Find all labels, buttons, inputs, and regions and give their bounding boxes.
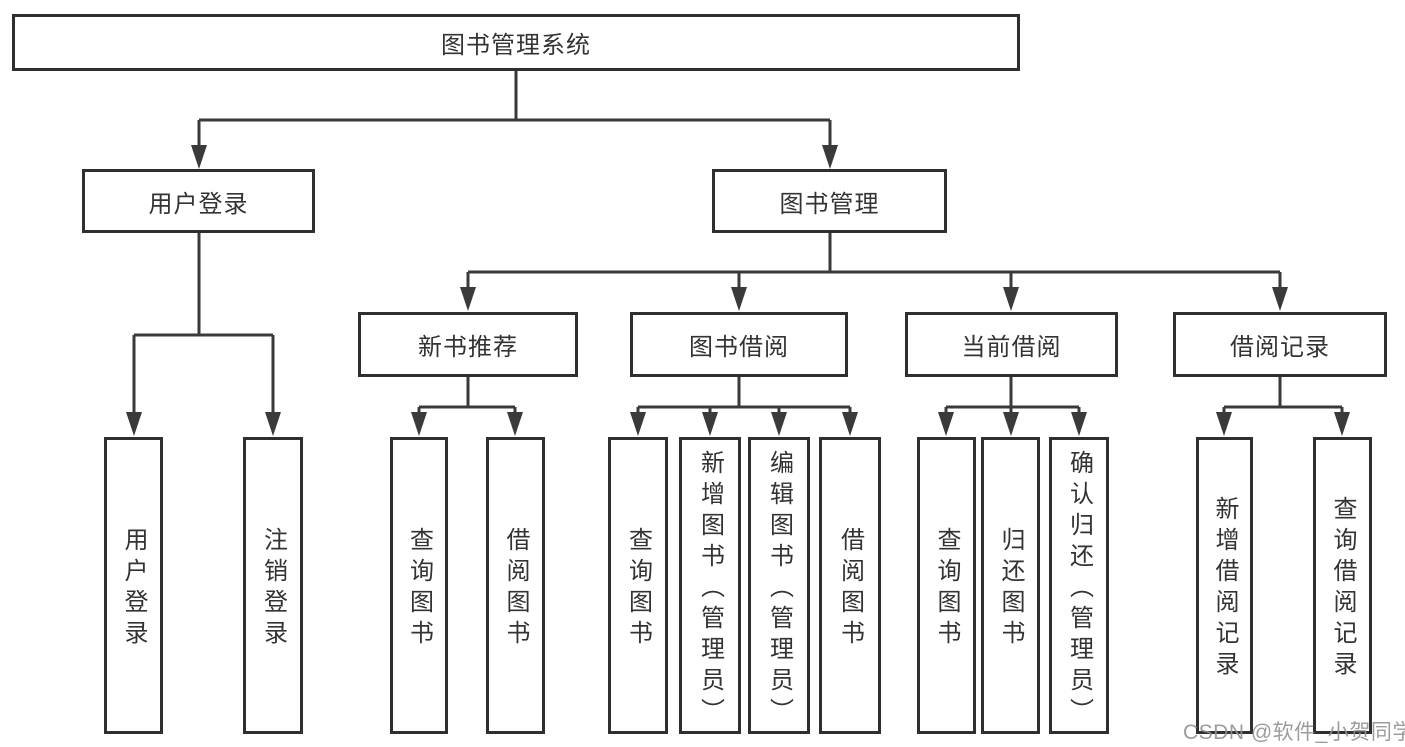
leaf-label: 新增借阅记录	[1211, 496, 1238, 682]
leaf-label: 归还图书	[997, 527, 1024, 651]
node-label: 图书管理	[779, 190, 880, 218]
leaf-label: 新增图书（管理员）	[696, 449, 724, 729]
leaf-return-books: 归还图书	[981, 437, 1040, 734]
leaf-borrow-books-1: 借阅图书	[486, 437, 545, 734]
arrowhead	[1003, 287, 1019, 311]
node-label: 新书推荐	[418, 334, 518, 361]
arrowhead	[126, 412, 142, 436]
leaf-label: 查询借阅记录	[1329, 496, 1356, 682]
leaf-query-borrow-record: 查询借阅记录	[1313, 437, 1372, 734]
leaf-edit-books-admin: 编辑图书（管理员）	[748, 437, 810, 734]
arrowhead	[507, 412, 523, 436]
node-label: 借阅记录	[1230, 334, 1330, 361]
leaf-confirm-return-admin: 确认归还（管理员）	[1049, 437, 1109, 734]
leaf-label: 借阅图书	[502, 527, 529, 651]
connector-borrowing-records-to-leaves	[1216, 374, 1350, 436]
watermark: CSDN @软件_小贺同学	[1183, 721, 1405, 744]
leaf-label: 借阅图书	[836, 527, 864, 651]
node-current-borrowing: 当前借阅	[905, 312, 1118, 377]
leaf-label: 用户登录	[120, 527, 147, 651]
leaf-logout: 注销登录	[243, 437, 303, 734]
node-borrowing-records: 借阅记录	[1173, 312, 1387, 377]
arrowhead	[938, 412, 954, 436]
leaf-add-borrow-record: 新增借阅记录	[1196, 437, 1253, 734]
node-library-system: 图书管理系统	[12, 14, 1020, 71]
leaf-label: 编辑图书（管理员）	[765, 449, 793, 729]
node-book-borrowing: 图书借阅	[630, 312, 848, 377]
leaf-label: 查询图书	[405, 527, 433, 651]
leaf-add-books-admin: 新增图书（管理员）	[679, 437, 741, 734]
arrowhead	[731, 287, 747, 311]
connector-new-book-to-leaves	[411, 374, 523, 436]
node-label: 图书借阅	[689, 334, 789, 361]
leaf-label: 注销登录	[259, 527, 287, 651]
arrowhead	[842, 412, 858, 436]
connector-book-borrowing-to-leaves	[630, 374, 858, 436]
arrowhead	[265, 412, 281, 436]
connector-root-to-level2	[191, 68, 838, 169]
arrowhead	[822, 145, 838, 169]
arrowhead	[1216, 412, 1232, 436]
node-user-login: 用户登录	[82, 169, 315, 233]
node-book-management: 图书管理	[712, 169, 947, 233]
arrowhead	[1334, 412, 1350, 436]
arrowhead	[191, 145, 207, 169]
arrowhead	[702, 412, 718, 436]
arrowhead	[771, 412, 787, 436]
arrowhead	[411, 412, 427, 436]
leaf-query-books-1: 查询图书	[390, 437, 448, 734]
leaf-query-books-2: 查询图书	[608, 437, 668, 734]
node-new-book-recommend: 新书推荐	[358, 312, 578, 377]
leaf-query-books-3: 查询图书	[917, 437, 976, 734]
leaf-user-login: 用户登录	[104, 437, 163, 734]
node-label: 当前借阅	[961, 334, 1062, 361]
arrowhead	[460, 287, 476, 311]
connector-current-borrowing-to-leaves	[938, 374, 1087, 436]
leaf-label: 确认归还（管理员）	[1065, 449, 1093, 729]
node-label: 用户登录	[148, 190, 249, 218]
leaf-label: 查询图书	[624, 527, 652, 651]
leaf-label: 查询图书	[933, 527, 960, 651]
arrowhead	[630, 412, 646, 436]
leaf-borrow-books-2: 借阅图书	[819, 437, 881, 734]
connector-user-login-to-leaves	[126, 231, 281, 436]
arrowhead	[1071, 412, 1087, 436]
arrowhead	[1272, 287, 1288, 311]
arrowhead	[1003, 412, 1019, 436]
node-label: 图书管理系统	[441, 32, 591, 59]
connector-book-management-to-level3	[460, 231, 1288, 311]
